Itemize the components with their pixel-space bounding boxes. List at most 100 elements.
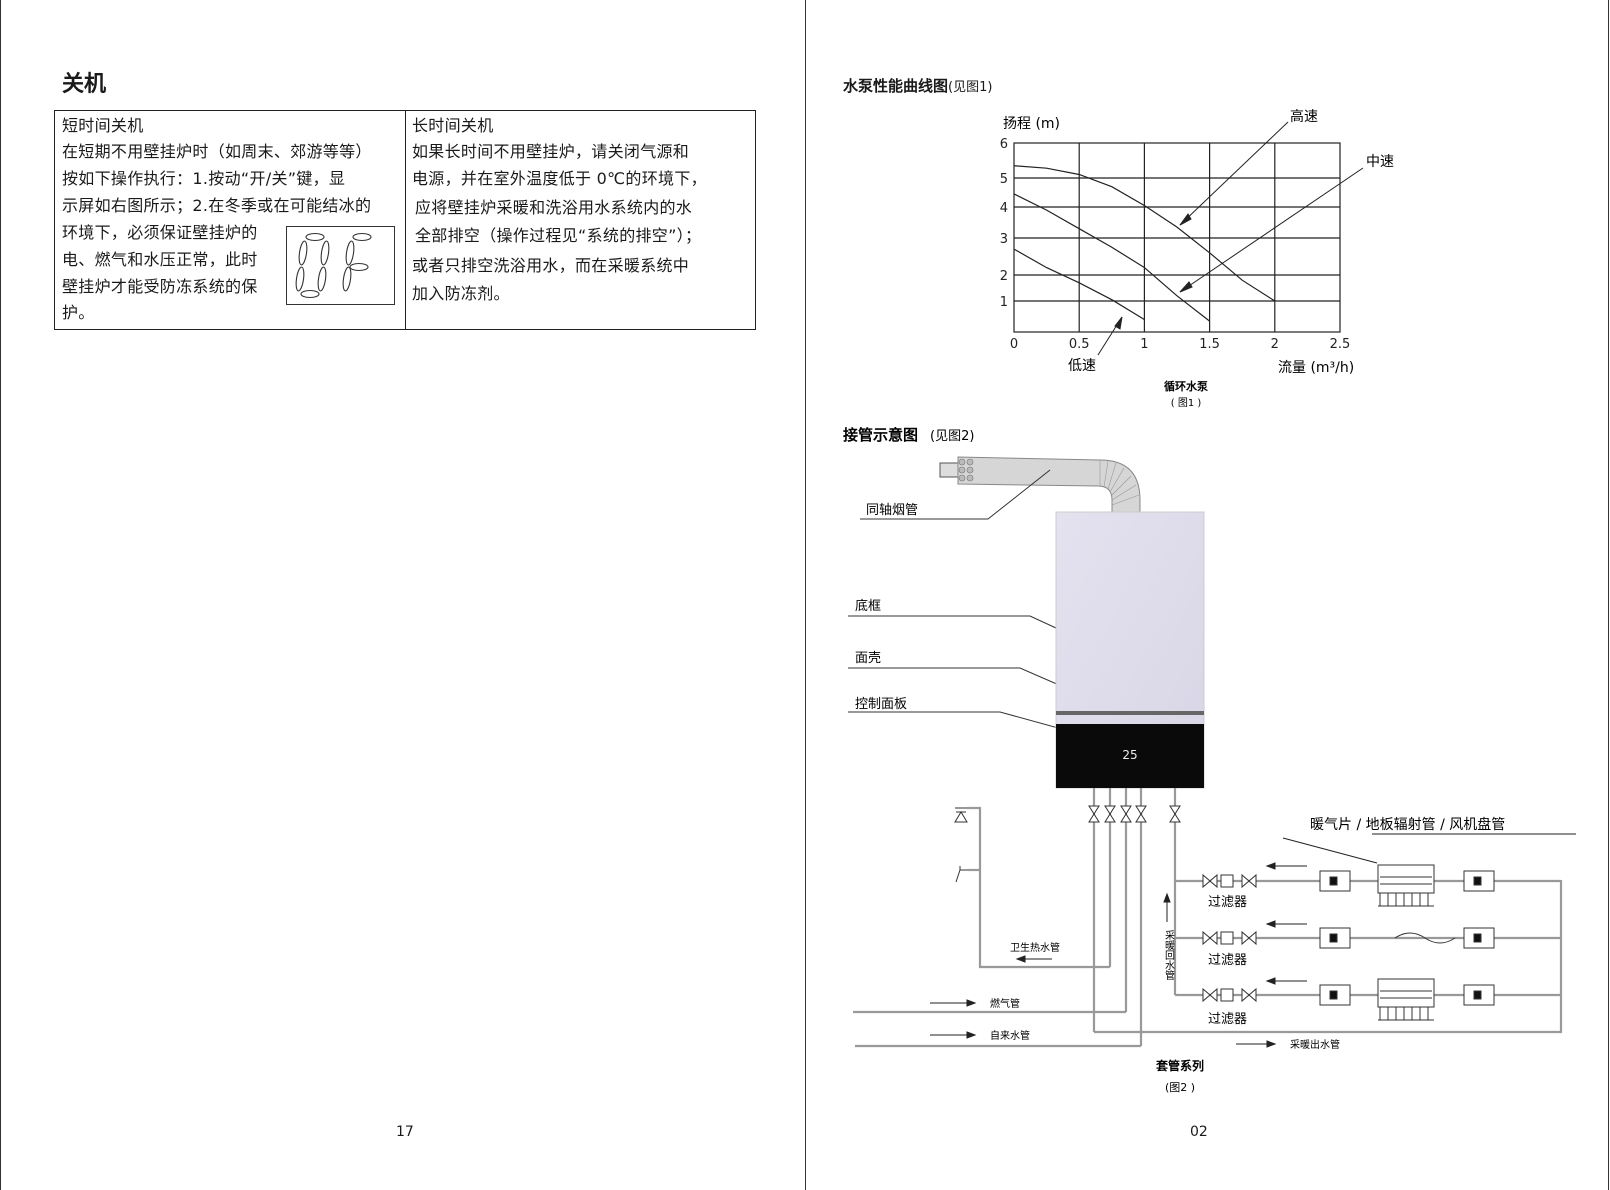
shutdown-table: 短时间关机 在短期不用壁挂炉时（如周末、郊游等等） 按如下操作执行：1.按动“开… [54, 110, 756, 330]
label-gas: 燃气管 [990, 997, 1020, 1010]
short-term-line: 按如下操作执行：1.按动“开/关”键，显 [62, 169, 346, 188]
series-line-低速 [1013, 248, 1145, 321]
boiler-display: 25 [1122, 748, 1137, 762]
arrow-left-icon [1015, 955, 1026, 963]
tap-icon [955, 866, 968, 883]
valve-icon [1135, 805, 1147, 823]
chart-caption-ref: ( 图1 ) [1171, 397, 1202, 409]
series-line-高速 [1013, 165, 1276, 302]
series-line-中速 [1013, 193, 1210, 322]
table-divider [405, 111, 406, 329]
filter-icon [1220, 988, 1234, 1002]
seven-segment-of-icon [295, 232, 372, 299]
x-tick-label: 1.5 [1199, 337, 1220, 352]
arrowhead-icon [1179, 281, 1193, 293]
short-term-line: 护。 [62, 303, 95, 322]
heating-branch [1202, 864, 1495, 907]
flue-pipe [939, 456, 1141, 513]
short-term-line: 壁挂炉才能受防冻系统的保 [62, 277, 258, 296]
y-tick-label: 6 [1000, 137, 1008, 152]
page-number: 02 [1190, 1124, 1208, 1140]
chart-heading: 水泵性能曲线图(见图1) [843, 75, 992, 96]
diagram-caption-ref: (图2 ) [1165, 1081, 1195, 1094]
arrow-right-icon [966, 1031, 977, 1039]
heating-branch [1202, 927, 1495, 949]
valve-icon [1104, 805, 1116, 823]
label-heating-out: 采暖出水管 [1290, 1038, 1340, 1051]
short-term-line: 环境下，必须保证壁挂炉的 [62, 223, 258, 242]
long-term-line: 加入防冻剂。 [412, 284, 510, 303]
chart-heading-text: 水泵性能曲线图 [843, 77, 949, 95]
y-tick-label: 1 [1000, 295, 1008, 310]
x-tick-label: 2 [1271, 337, 1279, 352]
arrow-up-icon [1163, 892, 1171, 903]
short-term-line: 电、燃气和水压正常，此时 [62, 250, 258, 269]
valve-icon [1169, 805, 1181, 823]
arrowhead-icon [1114, 316, 1123, 330]
arrow-left-icon [1265, 862, 1276, 870]
arrowhead-icon [1179, 213, 1192, 226]
chart-heading-ref: (见图1) [948, 80, 993, 95]
label-control-panel: 控制面板 [855, 697, 907, 712]
valve-icon [1202, 873, 1218, 889]
valve-icon [1241, 873, 1257, 889]
y-axis-label: 扬程 (m) [1003, 116, 1060, 132]
page-edge [1608, 0, 1609, 1190]
long-term-line: 电源，并在室外温度低于 0℃的环境下， [412, 169, 707, 188]
x-tick-label: 1 [1140, 337, 1148, 352]
floor-heating-coil-icon [1394, 932, 1456, 944]
radiator-icon [1377, 978, 1435, 1021]
callout-line [1179, 121, 1289, 226]
short-term-line: 示屏如右图所示；2.在冬季或在可能结冰的 [62, 196, 372, 215]
diagram-caption: 套管系列 [1155, 1058, 1204, 1073]
legend-low: 低速 [1068, 358, 1096, 374]
pipework [853, 788, 1563, 1048]
page-edge [0, 0, 1, 1190]
y-tick-label: 2 [1000, 269, 1008, 284]
label-flue: 同轴烟管 [866, 503, 918, 518]
valve-icon [1241, 987, 1257, 1003]
x-axis-label: 流量 (m³/h) [1278, 360, 1354, 376]
long-term-line: 如果长时间不用壁挂炉，请关闭气源和 [412, 142, 690, 161]
valve-icon [1120, 805, 1132, 823]
arrow-right-icon [1266, 1040, 1277, 1048]
legend-high: 高速 [1290, 108, 1318, 125]
diagram-heading-ref: (见图2) [930, 429, 974, 444]
long-term-line: 全部排空（操作过程见“系统的排空”）； [415, 226, 702, 245]
arrow-right-icon [966, 999, 977, 1007]
y-tick-label: 5 [1000, 172, 1008, 187]
valve-icon [1202, 987, 1218, 1003]
label-frame: 底框 [855, 598, 881, 614]
label-filter: 过滤器 [1208, 953, 1247, 968]
arrow-left-icon [1265, 920, 1276, 928]
short-term-heading: 短时间关机 [62, 116, 144, 135]
shower-icon [954, 807, 968, 823]
y-tick-label: 3 [1000, 232, 1008, 247]
label-heating-return: 采暖回水管 [1163, 930, 1175, 981]
valve-icon [1202, 930, 1218, 946]
diagram-heading: 接管示意图 [843, 426, 918, 444]
legend-medium: 中速 [1366, 154, 1394, 170]
label-filter: 过滤器 [1208, 1012, 1247, 1027]
arrow-left-icon [1265, 977, 1276, 985]
label-tap-water: 自来水管 [990, 1029, 1030, 1042]
heating-branch [1202, 978, 1495, 1021]
long-term-line: 应将壁挂炉采暖和洗浴用水系统内的水 [415, 198, 693, 217]
page-fold [805, 0, 806, 1190]
long-term-line: 或者只排空洗浴用水，而在采暖系统中 [412, 256, 690, 275]
long-term-heading: 长时间关机 [412, 116, 494, 135]
short-term-line: 在短期不用壁挂炉时（如周末、郊游等等） [62, 142, 372, 161]
filter-icon [1220, 874, 1234, 888]
display-illustration: OF [286, 226, 395, 305]
y-tick-label: 4 [1000, 201, 1008, 216]
x-tick-label: 0.5 [1069, 337, 1090, 352]
page-number: 17 [396, 1124, 414, 1140]
callout-line [1179, 167, 1364, 293]
section-title: 关机 [62, 72, 107, 97]
filter-icon [1220, 931, 1234, 945]
valve-icon [1241, 930, 1257, 946]
label-emitters: 暖气片 / 地板辐射管 / 风机盘管 [1310, 816, 1505, 833]
radiator-icon [1377, 864, 1435, 907]
boiler-unit: 25 [1055, 511, 1205, 789]
